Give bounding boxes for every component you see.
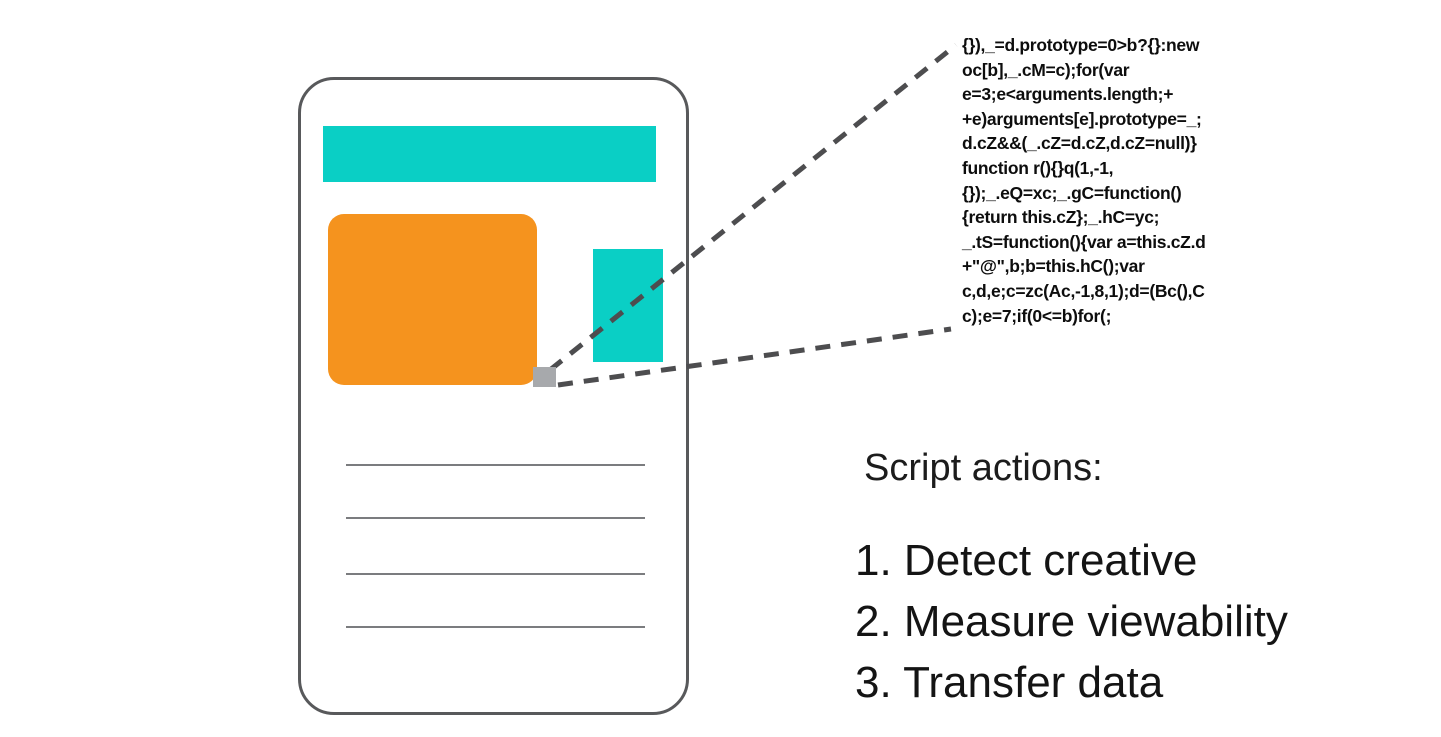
header-bar-placeholder xyxy=(323,126,656,182)
script-actions-title: Script actions: xyxy=(864,447,1103,489)
script-code-snippet: {}),_=d.prototype=0>b?{}:new oc[b],_.cM=… xyxy=(962,35,1206,326)
tracking-pixel-marker xyxy=(533,367,556,387)
action-item-measure-viewability: 2. Measure viewability xyxy=(855,597,1288,646)
text-line-placeholder xyxy=(346,626,645,628)
callout-line-bottom xyxy=(557,326,952,388)
action-item-detect-creative: 1. Detect creative xyxy=(855,536,1198,585)
action-item-transfer-data: 3. Transfer data xyxy=(855,658,1164,707)
text-line-placeholder xyxy=(346,517,645,519)
side-ad-block xyxy=(593,249,663,362)
text-line-placeholder xyxy=(346,573,645,575)
script-actions-list: 1. Detect creative 2. Measure viewabilit… xyxy=(855,530,1288,713)
ad-creative-block xyxy=(328,214,537,385)
webpage-wireframe xyxy=(298,77,689,715)
callout-line-top xyxy=(548,43,958,372)
text-line-placeholder xyxy=(346,464,645,466)
